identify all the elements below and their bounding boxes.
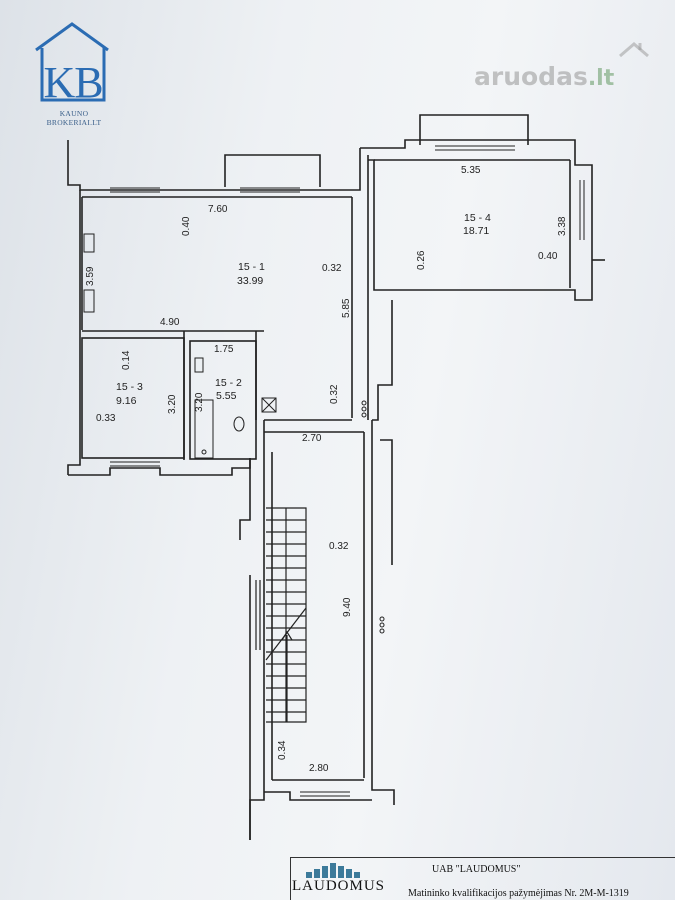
footer-certificate: Matininko kvalifikacijos pažymėjimas Nr.… [408,888,629,899]
dim-0-33: 0.33 [96,413,116,424]
footer-brand: LAUDOMUS [292,878,386,894]
house-outline-icon [35,22,109,102]
dim-0-40-top: 0.40 [181,216,192,236]
logo-caption: KAUNO BROKERIAI.LT [46,109,102,127]
dim-9-40: 9.40 [342,597,353,617]
watermark-name: aruodas [474,62,588,91]
dim-3-20-room-3: 3.20 [167,394,178,414]
aruodas-watermark: aruodas.lt [474,62,614,91]
room-15-2-label: 15 - 2 [215,377,242,389]
dim-2-80: 2.80 [309,763,329,774]
dim-3-20-room-2: 3.20 [194,392,205,412]
dim-3-59: 3.59 [85,266,96,286]
room-15-2-area: 5.55 [216,390,237,402]
dim-4-90: 4.90 [160,317,180,328]
dim-0-26: 0.26 [416,250,427,270]
dim-2-70: 2.70 [302,433,322,444]
room-15-3-label: 15 - 3 [116,381,143,393]
room-15-4-area: 18.71 [463,225,490,237]
kauno-brokeriai-logo: KB KAUNO BROKERIAI.LT [30,20,115,127]
dim-1-75: 1.75 [214,344,234,355]
dim-3-38: 3.38 [557,216,568,236]
dim-5-35: 5.35 [461,165,481,176]
dim-7-60: 7.60 [208,204,228,215]
footer-divider [290,857,675,858]
dim-0-34: 0.34 [277,740,288,760]
room-15-1-label: 15 - 1 [238,261,265,273]
watermark-house-icon [619,42,649,58]
room-15-4-label: 15 - 4 [464,212,491,224]
dim-5-85: 5.85 [341,298,352,318]
room-15-1-area: 33.99 [237,275,264,287]
footer-company: UAB "LAUDOMUS" [432,864,521,875]
dim-0-40-right: 0.40 [538,251,558,262]
laudomus-skyline-icon [306,863,360,878]
room-15-3-area: 9.16 [116,395,137,407]
watermark-tld: .lt [587,66,615,91]
dim-0-32-hall: 0.32 [329,384,340,404]
dim-0-14: 0.14 [121,350,132,370]
logo-letters: KB [43,58,103,107]
dim-0-32-wall: 0.32 [322,263,342,274]
dim-0-32-stair: 0.32 [329,541,349,552]
footer-divider-vertical [290,857,291,900]
